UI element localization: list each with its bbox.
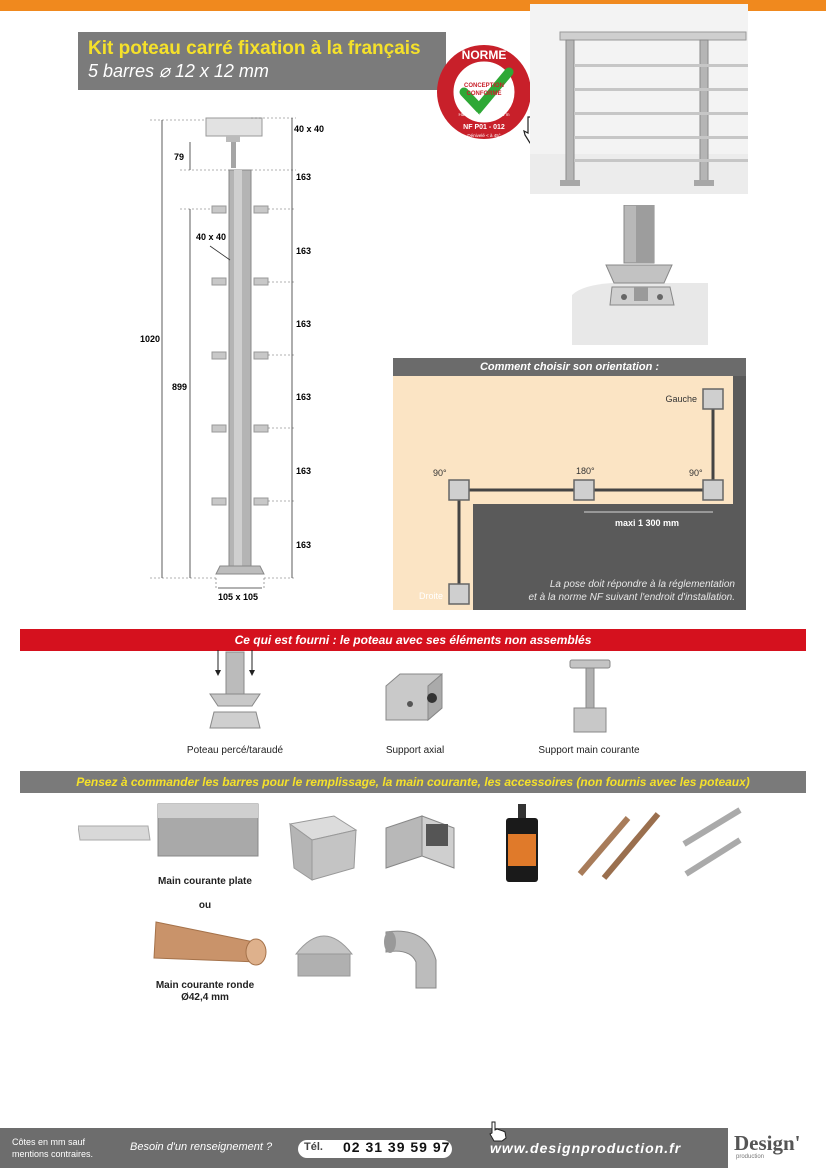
dim-spacing-4: 163 bbox=[296, 392, 311, 402]
railing-photo bbox=[530, 4, 748, 194]
seal-norme-text: NORME bbox=[462, 48, 507, 62]
anchor-bolts-image bbox=[682, 807, 742, 877]
supplied-bar: Ce qui est fourni : le poteau avec ses é… bbox=[20, 629, 806, 651]
dim-899: 899 bbox=[172, 382, 187, 392]
dim-top: 40 x 40 bbox=[294, 124, 324, 134]
support-axial-icon bbox=[385, 672, 443, 722]
main-courante-ronde-image bbox=[153, 921, 267, 966]
dim-spacing-3: 163 bbox=[296, 319, 311, 329]
page-subtitle: 5 barres ⌀ 12 x 12 mm bbox=[88, 61, 269, 81]
brand-sub: production bbox=[736, 1154, 765, 1160]
seal-ref-text: NF P01 - 012 bbox=[463, 124, 505, 131]
orientation-note-1: La pose doit répondre à la réglementatio… bbox=[550, 579, 736, 590]
caption-main-courante-plate: Main courante plate bbox=[158, 876, 252, 887]
support-main-courante-icon bbox=[569, 659, 611, 733]
phone-pill[interactable] bbox=[298, 1140, 452, 1158]
dim-79: 79 bbox=[174, 152, 184, 162]
tel-label: Tél. bbox=[304, 1141, 323, 1153]
label-angle-mid: 180° bbox=[576, 466, 595, 476]
caption-support-main-courante: Support main courante bbox=[538, 745, 640, 756]
square-elbow-image bbox=[385, 815, 455, 869]
drill-bits-image bbox=[577, 812, 661, 880]
brand-logo: Design' bbox=[734, 1131, 801, 1155]
seal-conforme-text: CONFORME bbox=[467, 91, 502, 97]
footer-note-1: Côtes en mm sauf bbox=[12, 1137, 86, 1147]
label-gauche: Gauche bbox=[665, 394, 697, 404]
footer-note: Côtes en mm sauf mentions contraires. bbox=[12, 1136, 93, 1160]
page-title: Kit poteau carré fixation à la français bbox=[88, 38, 421, 59]
seal-conception-text: CONCEPTION bbox=[464, 83, 504, 89]
top-accent-bar bbox=[0, 0, 826, 11]
label-angle-left: 90° bbox=[433, 468, 447, 478]
round-end-cap-image bbox=[294, 935, 354, 977]
seal-line1-text: Hauteur de chute < à 1 m bbox=[459, 112, 510, 117]
phone-number[interactable]: 02 31 39 59 97 bbox=[343, 1139, 451, 1155]
square-end-cap-image bbox=[288, 815, 358, 881]
caption-ronde-2: Ø42,4 mm bbox=[181, 992, 229, 1003]
poteau-icon bbox=[209, 650, 261, 729]
dim-tube: 40 x 40 bbox=[196, 232, 226, 242]
round-elbow-image bbox=[384, 930, 437, 989]
caption-ronde-1: Main courante ronde bbox=[155, 980, 255, 991]
label-angle-right: 90° bbox=[689, 468, 703, 478]
website-link[interactable]: www.designproduction.fr bbox=[490, 1140, 682, 1156]
post-base-photo bbox=[572, 205, 708, 345]
main-courante-plate-image bbox=[78, 803, 259, 857]
label-maxi: maxi 1 300 mm bbox=[615, 518, 679, 528]
orientation-title: Comment choisir son orientation : bbox=[393, 358, 746, 376]
caption-support-axial: Support axial bbox=[385, 745, 445, 756]
post-technical-drawing: 40 x 40 79 1020 899 40 x 40 105 x 105 16… bbox=[140, 117, 324, 602]
label-droite: Droite bbox=[419, 591, 443, 601]
dim-spacing-1: 163 bbox=[296, 172, 311, 182]
brand-box bbox=[728, 1128, 826, 1168]
dim-base: 105 x 105 bbox=[218, 592, 258, 602]
dim-1020: 1020 bbox=[140, 334, 160, 344]
dim-spacing-6: 163 bbox=[296, 540, 311, 550]
order-bar: Pensez à commander les barres pour le re… bbox=[20, 771, 806, 793]
title-box: Kit poteau carré fixation à la français … bbox=[78, 32, 446, 90]
dim-spacing-5: 163 bbox=[296, 466, 311, 476]
footer-question: Besoin d'un renseignement ? bbox=[130, 1141, 273, 1153]
norme-seal-icon[interactable]: NORME CONCEPTION CONFORME NF P01 - 012 H… bbox=[434, 42, 534, 142]
seal-line2-text: Dénivelé < à 45° bbox=[467, 133, 500, 138]
caption-poteau: Poteau percé/taraudé bbox=[186, 745, 284, 756]
pointer-hand-icon bbox=[489, 1121, 507, 1142]
orientation-diagram: Gauche Droite 90° 180° 90° maxi 1 300 mm… bbox=[419, 388, 736, 605]
orientation-note-2: et à la norme NF suivant l'endroit d'ins… bbox=[528, 592, 735, 603]
glue-bottle-image bbox=[506, 804, 538, 882]
footer-note-2: mentions contraires. bbox=[12, 1149, 94, 1159]
caption-ou: ou bbox=[198, 900, 212, 911]
dim-spacing-2: 163 bbox=[296, 246, 311, 256]
